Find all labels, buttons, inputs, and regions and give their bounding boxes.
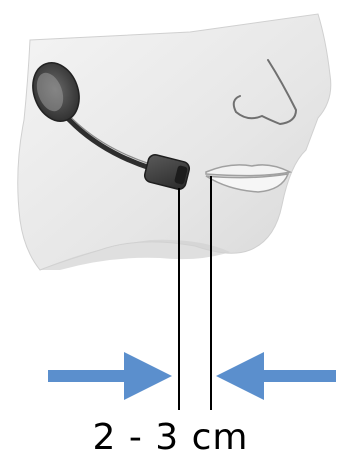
distance-label: 2 - 3 cm: [0, 416, 341, 460]
distance-arrows: [48, 352, 336, 400]
left-arrow-icon: [48, 352, 172, 400]
face-silhouette: [18, 14, 331, 270]
right-arrow-icon: [216, 352, 336, 400]
face-illustration: [18, 14, 331, 270]
